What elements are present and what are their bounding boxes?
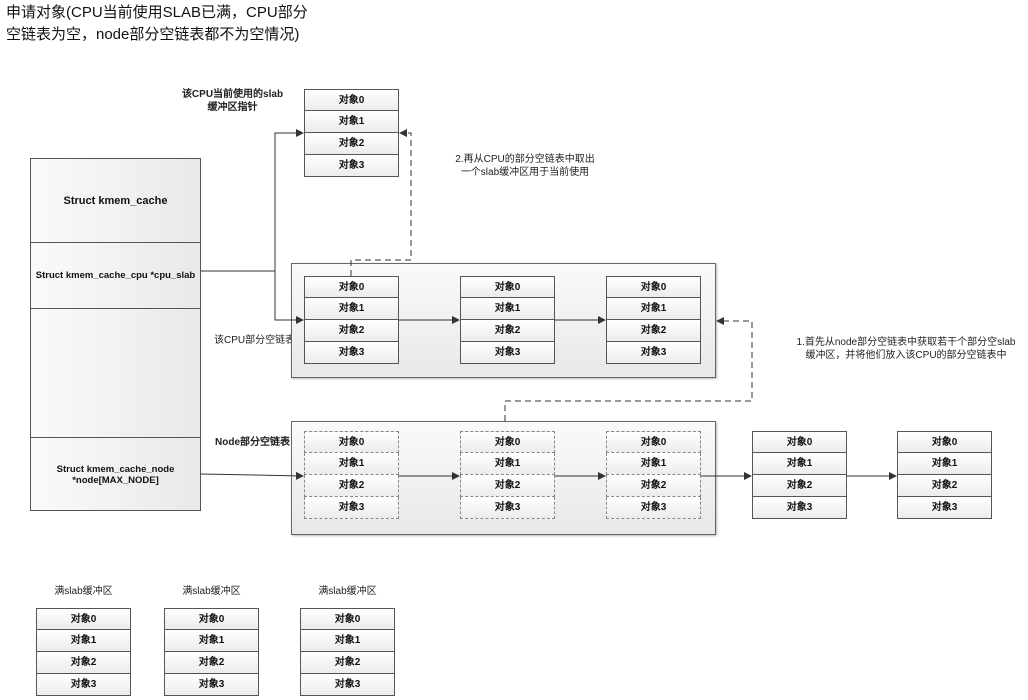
- object-cell: 对象0: [460, 276, 555, 298]
- struct-node-line-2: *node[MAX_NODE]: [72, 475, 159, 486]
- object-cell: 对象0: [897, 431, 992, 453]
- object-cell: 对象0: [36, 608, 131, 630]
- object-cell: 对象2: [304, 133, 399, 155]
- step-2-dashed-arrow: [350, 129, 412, 276]
- object-cell: 对象0: [460, 431, 555, 453]
- object-cell: 对象0: [164, 608, 259, 630]
- object-cell: 对象3: [164, 674, 259, 696]
- object-cell: 对象0: [304, 89, 399, 111]
- object-cell: 对象3: [304, 497, 399, 519]
- object-cell: 对象3: [460, 497, 555, 519]
- struct-cpu-slab-field: Struct kmem_cache_cpu *cpu_slab: [31, 243, 200, 309]
- cpu-slab-pointer-line: [201, 129, 304, 272]
- kmem-cache-struct: Struct kmem_cache Struct kmem_cache_cpu …: [30, 158, 201, 511]
- step-1-line-2: 缓冲区，并将他们放入该CPU的部分空链表中: [805, 350, 1007, 361]
- title-line-1: 申请对象(CPU当前使用SLAB已满，CPU部分: [6, 4, 308, 21]
- step-2-annotation: 2.再从CPU的部分空链表中取出 一个slab缓冲区用于当前使用: [440, 153, 610, 179]
- object-cell: 对象1: [304, 111, 399, 133]
- object-cell: 对象0: [606, 431, 701, 453]
- step-2-line-1: 2.再从CPU的部分空链表中取出: [455, 154, 595, 165]
- full-slab-label: 满slab缓冲区: [54, 586, 113, 597]
- object-cell: 对象1: [304, 298, 399, 320]
- step-2-line-2: 一个slab缓冲区用于当前使用: [460, 167, 590, 178]
- full-slab-label: 满slab缓冲区: [182, 586, 241, 597]
- object-cell: 对象1: [36, 630, 131, 652]
- cpu-slab-label-line-1: 该CPU当前使用的slab: [181, 89, 284, 100]
- object-cell: 对象3: [897, 497, 992, 519]
- object-cell: 对象3: [460, 342, 555, 364]
- object-cell: 对象2: [752, 475, 847, 497]
- object-cell: 对象2: [164, 652, 259, 674]
- node-partial-list-label: Node部分空链表: [215, 437, 290, 448]
- object-cell: 对象3: [36, 674, 131, 696]
- step-1-dashed-arrow: [504, 317, 753, 421]
- object-cell: 对象1: [164, 630, 259, 652]
- object-cell: 对象3: [606, 497, 701, 519]
- object-cell: 对象0: [752, 431, 847, 453]
- object-cell: 对象2: [460, 475, 555, 497]
- object-cell: 对象1: [606, 298, 701, 320]
- object-cell: 对象2: [300, 652, 395, 674]
- struct-node-field: Struct kmem_cache_node *node[MAX_NODE]: [31, 438, 200, 512]
- object-cell: 对象1: [897, 453, 992, 475]
- object-cell: 对象2: [304, 320, 399, 342]
- object-cell: 对象2: [460, 320, 555, 342]
- object-cell: 对象1: [460, 453, 555, 475]
- object-cell: 对象3: [304, 342, 399, 364]
- cpu-slab-label-line-2: 缓冲区指针: [207, 102, 258, 113]
- diagram-title: 申请对象(CPU当前使用SLAB已满，CPU部分 空链表为空，node部分空链表…: [6, 2, 336, 46]
- full-slab-label: 满slab缓冲区: [318, 586, 377, 597]
- struct-node-line-1: Struct kmem_cache_node: [56, 464, 175, 475]
- object-cell: 对象2: [897, 475, 992, 497]
- object-cell: 对象2: [304, 475, 399, 497]
- object-cell: 对象0: [606, 276, 701, 298]
- object-cell: 对象0: [304, 431, 399, 453]
- struct-title: Struct kmem_cache: [31, 159, 200, 243]
- object-cell: 对象3: [752, 497, 847, 519]
- object-cell: 对象0: [300, 608, 395, 630]
- object-cell: 对象1: [304, 453, 399, 475]
- object-cell: 对象1: [752, 453, 847, 475]
- cpu-partial-list-label: 该CPU部分空链表: [214, 335, 296, 346]
- object-cell: 对象1: [460, 298, 555, 320]
- object-cell: 对象1: [300, 630, 395, 652]
- object-cell: 对象3: [304, 155, 399, 177]
- step-1-line-1: 1.首先从node部分空链表中获取若干个部分空slab: [796, 337, 1016, 348]
- object-cell: 对象3: [300, 674, 395, 696]
- object-cell: 对象2: [36, 652, 131, 674]
- cpu-slab-pointer-label: 该CPU当前使用的slab 缓冲区指针: [170, 88, 295, 114]
- object-cell: 对象3: [606, 342, 701, 364]
- object-cell: 对象2: [606, 320, 701, 342]
- node-pointer-line: [200, 471, 304, 480]
- cpu-partial-pointer-line: [274, 271, 304, 324]
- title-line-2: 空链表为空，node部分空链表都不为空情况): [6, 26, 300, 43]
- object-cell: 对象0: [304, 276, 399, 298]
- object-cell: 对象1: [606, 453, 701, 475]
- struct-empty-section: [31, 309, 200, 438]
- step-1-annotation: 1.首先从node部分空链表中获取若干个部分空slab 缓冲区，并将他们放入该C…: [786, 336, 1026, 362]
- object-cell: 对象2: [606, 475, 701, 497]
